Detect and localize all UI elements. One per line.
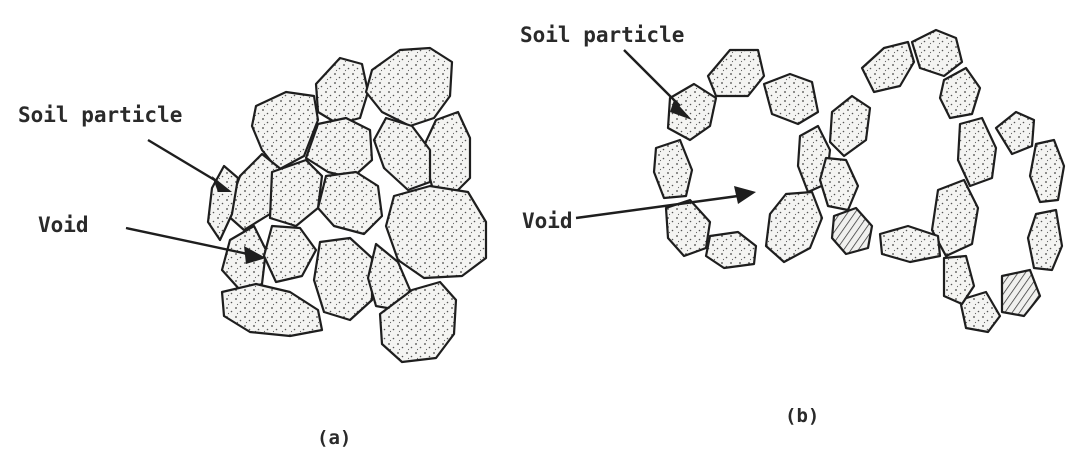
particle xyxy=(880,226,940,262)
particle xyxy=(1028,210,1062,270)
diagram-a: Soil particle Void (a) xyxy=(18,48,486,449)
label-soil-particle-a: Soil particle xyxy=(18,103,182,127)
particles-a xyxy=(208,48,486,362)
label-void-b: Void xyxy=(522,209,573,233)
particle xyxy=(764,74,818,124)
particle xyxy=(912,30,962,76)
particle xyxy=(386,186,486,278)
label-soil-particle-b: Soil particle xyxy=(520,23,684,47)
particle xyxy=(996,112,1034,154)
particle xyxy=(374,118,430,190)
particle xyxy=(820,158,858,210)
particle xyxy=(314,238,372,320)
particle xyxy=(264,226,316,282)
label-void-a: Void xyxy=(38,213,89,237)
particle xyxy=(1030,140,1064,202)
particle xyxy=(830,96,870,156)
particle xyxy=(318,172,382,234)
caption-b: (b) xyxy=(785,405,819,427)
particle xyxy=(766,192,822,262)
particle xyxy=(706,232,756,268)
particle xyxy=(862,42,914,92)
particle xyxy=(316,58,368,124)
caption-a: (a) xyxy=(317,427,351,449)
particle xyxy=(708,50,764,96)
particle xyxy=(832,208,872,254)
particle xyxy=(654,140,692,198)
particle xyxy=(222,284,322,336)
particle xyxy=(958,118,996,186)
particle-arrow-a xyxy=(148,140,232,192)
particles-b xyxy=(654,30,1064,332)
particle-arrow-b xyxy=(624,50,692,120)
particle xyxy=(1002,270,1040,316)
particle xyxy=(270,160,322,226)
diagram-b: Soil particle Void (b) xyxy=(520,23,1064,427)
particle xyxy=(366,48,452,126)
particle xyxy=(666,200,710,256)
